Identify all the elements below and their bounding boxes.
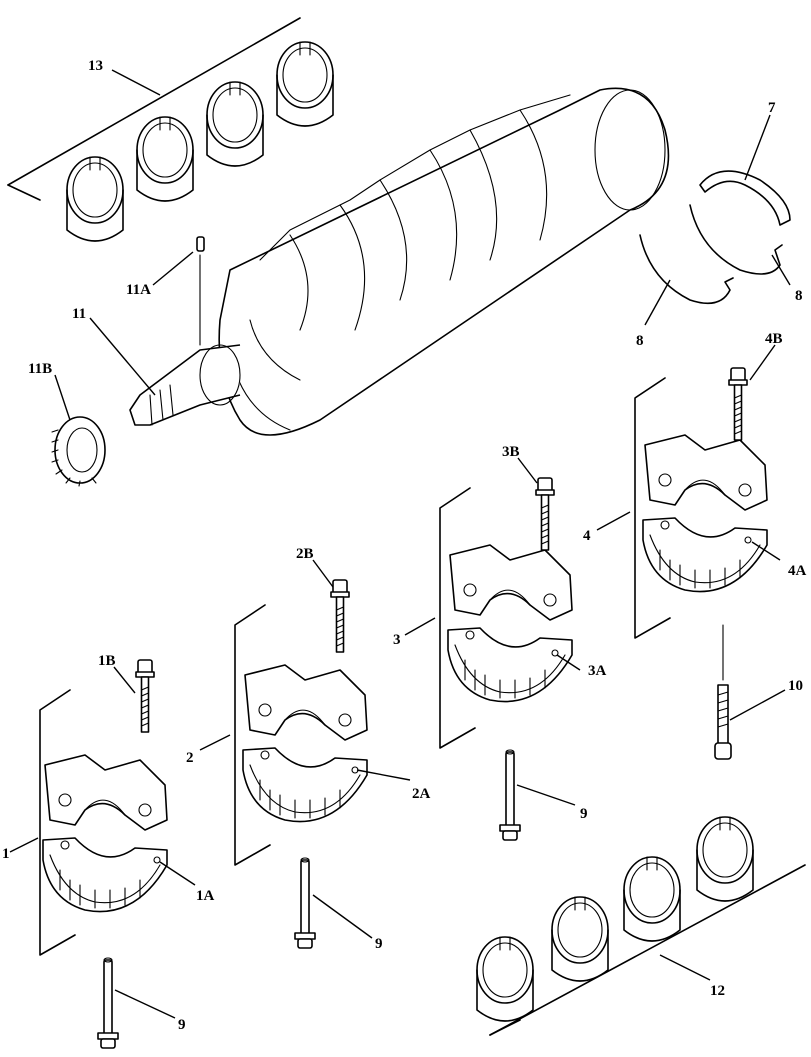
- bolt-10: [714, 624, 732, 760]
- callout-2B: 2B: [296, 546, 314, 562]
- callout-2: 2: [186, 750, 194, 766]
- lower-bearing-shells-12: [476, 816, 806, 1036]
- callout-11: 11: [72, 306, 86, 322]
- crank-gear-11B: [51, 416, 106, 487]
- callout-1B: 1B: [98, 653, 116, 669]
- callout-12: 12: [710, 983, 725, 999]
- callout-7: 7: [768, 100, 776, 116]
- callout-8-left: 8: [636, 333, 644, 349]
- callout-4A: 4A: [788, 563, 807, 579]
- callout-8-right: 8: [795, 288, 803, 304]
- upper-bearing-shells-13: [7, 17, 334, 242]
- leader-lines: [9, 69, 791, 1019]
- callout-9-right: 9: [580, 806, 588, 822]
- main-bearing-cap-3: [439, 477, 573, 749]
- callout-11A: 11A: [126, 282, 151, 298]
- callout-2A: 2A: [412, 786, 431, 802]
- key-11A: [196, 236, 205, 346]
- bolt-9-a: [97, 957, 119, 1049]
- callout-13: 13: [88, 58, 103, 74]
- callout-4: 4: [583, 528, 591, 544]
- callout-1: 1: [2, 846, 10, 862]
- callout-1A: 1A: [196, 888, 215, 904]
- main-bearing-cap-1: [39, 659, 168, 956]
- main-bearing-cap-2: [234, 579, 368, 866]
- callout-10: 10: [788, 678, 803, 694]
- main-bearing-cap-4: [634, 367, 768, 639]
- bolt-9-b: [294, 857, 316, 949]
- callout-labels: 13 7 8 8 11A 11 11B 4B 3B 4 4A 2B 3 3A 1…: [2, 58, 807, 1033]
- callout-9-left: 9: [178, 1017, 186, 1033]
- callout-3: 3: [393, 632, 401, 648]
- callout-4B: 4B: [765, 331, 783, 347]
- crankshaft: [129, 87, 670, 436]
- thrust-washers: [639, 170, 791, 305]
- callout-9-middle: 9: [375, 936, 383, 952]
- callout-11B: 11B: [28, 361, 52, 377]
- callout-3A: 3A: [588, 663, 607, 679]
- bolt-9-c: [499, 749, 521, 841]
- callout-3B: 3B: [502, 444, 520, 460]
